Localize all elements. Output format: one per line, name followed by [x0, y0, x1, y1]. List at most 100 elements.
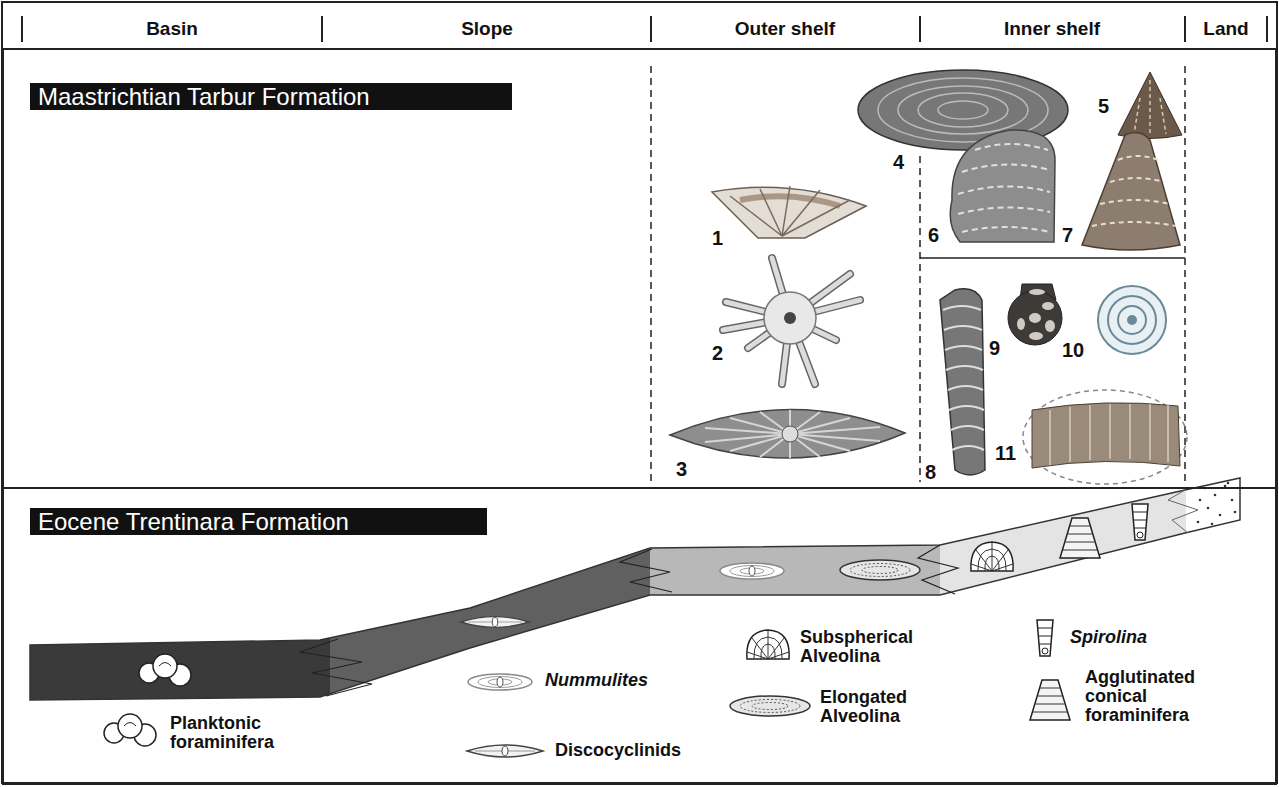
- fossil-8-part: [940, 289, 985, 475]
- fossil-2-part: [723, 258, 860, 384]
- fossil-3-part-part: [730, 418, 790, 434]
- fossil-3-part: [782, 426, 798, 442]
- callout-number: 4: [893, 152, 904, 172]
- callout-number: 5: [1098, 96, 1109, 116]
- legend-icons-part: [104, 714, 156, 746]
- legend-text: Spirolina: [1070, 628, 1190, 647]
- facies-profile-part: [461, 617, 529, 628]
- legend-icons-part: [467, 745, 543, 757]
- fossil-2-part: [784, 312, 796, 324]
- fossil-11-part-part: [1129, 404, 1131, 459]
- fossil-11-part-part: [1149, 404, 1151, 460]
- facies-profile-part-part: [1197, 521, 1200, 524]
- facies-profile: [30, 478, 1240, 700]
- fossil-7-part-part: [1118, 156, 1158, 160]
- fossil-11-part-part: [1069, 407, 1071, 462]
- fossil-6-part: [950, 130, 1055, 242]
- fossil-5-part-part: [1134, 98, 1140, 134]
- fossil-11-part-part: [1089, 405, 1091, 460]
- facies-profile-part-part: [1199, 499, 1202, 502]
- legend-icons: [104, 620, 1070, 757]
- fossil-1-part: [730, 196, 782, 236]
- fossil-11-part-part: [1049, 410, 1051, 465]
- legend-text: Subspherical Alveolina: [800, 628, 930, 666]
- legend-text: Elongated Alveolina: [820, 688, 950, 726]
- facies-profile-part: [971, 542, 1013, 571]
- fossil-6-part-part: [962, 164, 1050, 172]
- zone-label: Inner shelf: [1004, 18, 1100, 40]
- facies-profile-part: [918, 545, 958, 594]
- fossil-10-part: [1098, 286, 1166, 354]
- fossil-9-part-part: [1029, 313, 1041, 323]
- header-frame-part: [1184, 16, 1186, 42]
- fossil-1-part: [782, 190, 820, 236]
- facies-profile-part: [300, 639, 372, 696]
- fossil-10: [1098, 286, 1166, 354]
- fossil-2-part: [764, 292, 816, 344]
- fossil-3: [670, 409, 905, 458]
- legend-text: Planktonic foraminifera: [170, 714, 288, 752]
- fossil-5-part-part: [1160, 98, 1166, 134]
- fossil-6-part: [958, 144, 1050, 232]
- fossil-10-part: [1118, 306, 1146, 334]
- callout-number: 9: [989, 338, 1000, 358]
- fossil-4-part: [898, 86, 1028, 134]
- zone-dividers-part: [919, 156, 921, 482]
- legend-entry: Discocyclinids: [555, 741, 715, 760]
- callout-number: 11: [995, 443, 1016, 463]
- fossil-3-part: [670, 409, 905, 458]
- fossil-5-part: [1134, 80, 1166, 136]
- fossil-8: [940, 289, 985, 475]
- fossil-7-part-part: [1100, 200, 1170, 204]
- facies-profile-part-part: [1211, 523, 1214, 526]
- facies-profile-part-part: [1234, 511, 1237, 514]
- header-frame-part: [919, 16, 921, 42]
- facies-profile-part: [139, 654, 191, 686]
- facies-profile-part-part: [1207, 507, 1210, 510]
- fossil-8-part-part: [949, 406, 984, 410]
- facies-profile-part-part: [1219, 514, 1222, 517]
- zone-label: Land: [1203, 18, 1248, 40]
- legend-entry: Nummulites: [545, 671, 685, 690]
- legend-text: Agglutinated conical foraminifera: [1085, 668, 1217, 725]
- callout-number: 1: [712, 228, 723, 248]
- fossil-2-part: [723, 258, 860, 384]
- fossil-8-part-part: [951, 426, 984, 430]
- fossil-11-part-part: [1167, 405, 1169, 462]
- fossil-6-part-part: [958, 207, 1050, 214]
- legend-icons-part: [1037, 620, 1053, 656]
- legend-icons-part: [747, 630, 789, 659]
- fossil-6-part-part: [958, 186, 1050, 194]
- callout-number: 2: [712, 343, 723, 363]
- header-frame-part: [1266, 16, 1268, 42]
- fossil-8-part-part: [948, 386, 983, 390]
- fossil-10-part: [1127, 315, 1137, 325]
- fossil-7-part: [1092, 156, 1176, 226]
- legend-entry: Agglutinated conical foraminifera: [1085, 668, 1217, 725]
- fossil-7-part-part: [1092, 222, 1176, 226]
- legend-icons-part: [1030, 680, 1070, 720]
- zone-dividers-part: [1184, 66, 1186, 482]
- zone-dividers: [651, 66, 1185, 482]
- fossil-8-part-part: [943, 306, 981, 310]
- facies-profile-part: [1168, 490, 1198, 533]
- fossil-9-part-part: [1042, 302, 1054, 310]
- legend-text: Nummulites: [545, 671, 685, 690]
- callout-number: 8: [925, 462, 936, 482]
- fossil-9-part-part: [1029, 332, 1043, 340]
- legend-entry: Elongated Alveolina: [820, 688, 950, 726]
- facies-profile-part: [620, 549, 672, 592]
- header-frame-part: [321, 16, 323, 42]
- fossil-1-part: [782, 200, 850, 236]
- fossil-8-part-part: [944, 326, 982, 330]
- fossil-9: [1008, 284, 1062, 345]
- fossil-1-part: [760, 189, 782, 236]
- zone-label: Basin: [146, 18, 198, 40]
- fossil-9-part: [1008, 291, 1062, 345]
- legend-icons-part: [730, 696, 810, 716]
- fossil-5: [1118, 72, 1182, 139]
- fossil-8-part-part: [945, 346, 982, 350]
